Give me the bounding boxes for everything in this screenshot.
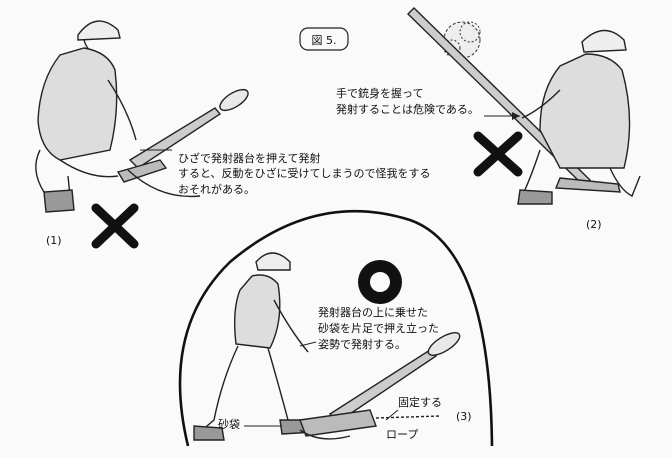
svg-text:砂袋: 砂袋 — [218, 417, 240, 431]
grenade-launcher-1 — [116, 88, 249, 198]
svg-text:固定する: 固定する — [398, 395, 442, 409]
svg-text:発射することは危険である。: 発射することは危険である。 — [336, 102, 479, 116]
svg-text:手で銃身を握って: 手で銃身を握って — [336, 86, 423, 100]
svg-text:ロープ: ロープ — [386, 428, 418, 441]
grenade-launcher-3 — [299, 332, 461, 440]
panel-2-caption: 手で銃身を握って 発射することは危険である。 — [336, 86, 520, 120]
svg-text:おそれがある。: おそれがある。 — [178, 182, 255, 196]
panel-2: 手で銃身を握って 発射することは危険である。 (2) — [336, 7, 641, 231]
panel-3: 発射器台の上に乗せた 砂袋を片足で押え立った 姿勢で発射する。 砂袋 固定する … — [178, 209, 494, 447]
rope-callout: ロープ — [386, 428, 418, 441]
svg-text:発射器台の上に乗せた: 発射器台の上に乗せた — [318, 305, 428, 319]
wrong-mark-2 — [473, 131, 523, 177]
panel-1: ひざで発射器台を押えて発射 すると、反動をひざに受けてしまうので怪我をする おそ… — [35, 20, 431, 249]
squatting-soldier-2 — [517, 29, 641, 205]
svg-text:姿勢で発射する。: 姿勢で発射する。 — [318, 337, 406, 351]
panel-2-label: (2) — [586, 218, 602, 231]
svg-text:砂袋を片足で押え立った: 砂袋を片足で押え立った — [318, 321, 439, 335]
panel-3-caption: 発射器台の上に乗せた 砂袋を片足で押え立った 姿勢で発射する。 — [299, 305, 439, 351]
panel-1-label: (1) — [46, 234, 62, 247]
svg-text:すると、反動をひざに受けてしまうので怪我をする: すると、反動をひざに受けてしまうので怪我をする — [178, 166, 431, 180]
wrong-mark-1 — [91, 203, 139, 249]
fix-callout: 固定する — [385, 395, 442, 421]
correct-mark — [358, 260, 402, 304]
grenade-launcher-2 — [407, 7, 621, 193]
panel-3-arch-frame — [178, 209, 494, 447]
figure-label: 図 5. — [299, 27, 349, 51]
svg-text:図 5.: 図 5. — [312, 34, 337, 47]
kneeling-soldier-1 — [35, 20, 137, 213]
panel-3-label: (3) — [456, 410, 472, 423]
svg-text:ひざで発射器台を押えて発射: ひざで発射器台を押えて発射 — [178, 151, 320, 165]
panel-1-caption: ひざで発射器台を押えて発射 すると、反動をひざに受けてしまうので怪我をする おそ… — [140, 149, 431, 196]
sandbag-callout: 砂袋 — [218, 417, 282, 431]
